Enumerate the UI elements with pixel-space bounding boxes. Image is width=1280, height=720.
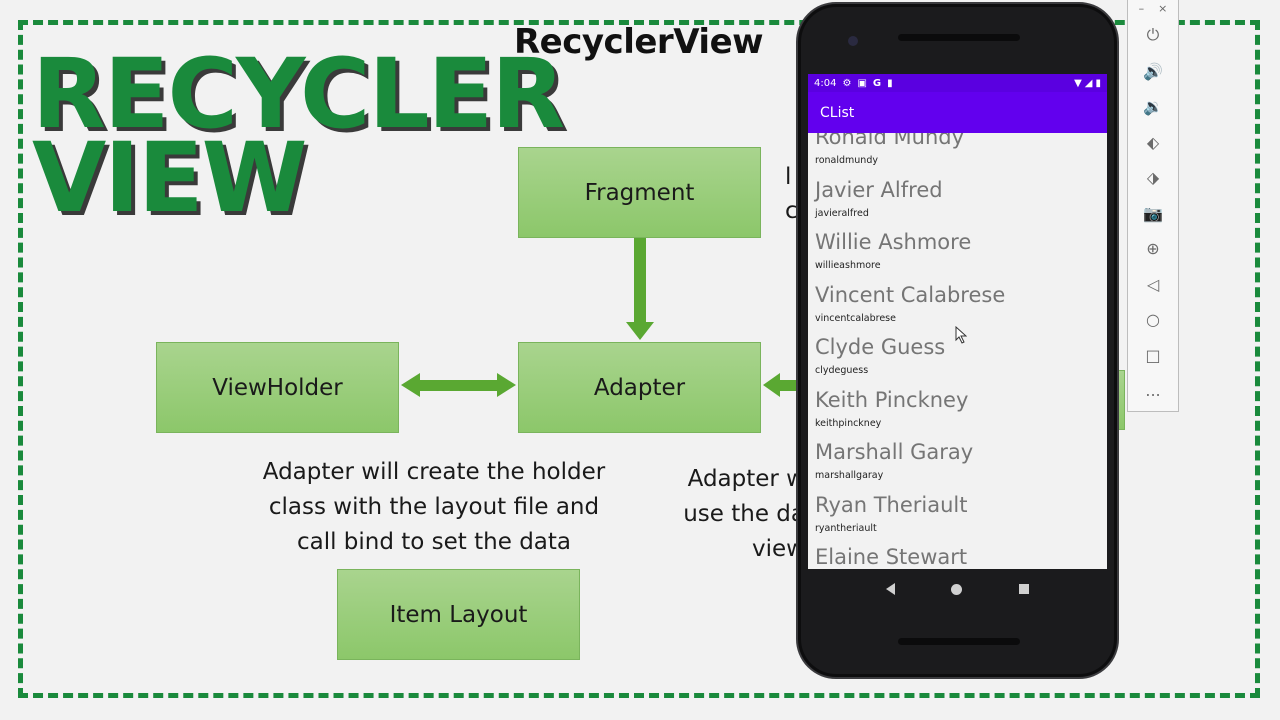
overview-icon[interactable]: □ bbox=[1145, 345, 1161, 365]
adapter-box: Adapter bbox=[518, 342, 761, 433]
list-item[interactable]: Clyde Guess clydeguess bbox=[808, 331, 1107, 384]
list-item[interactable]: Marshall Garay marshallgaray bbox=[808, 436, 1107, 489]
settings-icon: ⚙ bbox=[842, 77, 852, 89]
wifi-icon: ▼ bbox=[1074, 77, 1082, 89]
top-speaker bbox=[898, 34, 1020, 41]
phone-screen: 4:04 ⚙ ▣ G ▮ ▼ ◢ ▮ CList Ronald Mundy ro… bbox=[808, 74, 1107, 569]
nav-bar bbox=[808, 569, 1107, 609]
close-button[interactable]: × bbox=[1158, 2, 1168, 15]
item-name: Clyde Guess bbox=[815, 335, 946, 359]
arrow-vh-adapter-head-left bbox=[401, 373, 420, 397]
list-item[interactable]: Elaine Stewart bbox=[808, 541, 1107, 569]
arrow-right-head bbox=[763, 373, 780, 397]
item-name: Keith Pinckney bbox=[815, 387, 969, 412]
big-title-line1: RECYCLER bbox=[32, 38, 565, 150]
volume-down-icon[interactable]: 🔉 bbox=[1143, 96, 1163, 116]
list-item[interactable]: Ryan Theriault ryantheriault bbox=[808, 489, 1107, 542]
emulator-toolbar: – × ⏻ 🔊 🔉 ⬖ ⬗ 📷 ⊕ ◁ ○ □ ... bbox=[1127, 0, 1179, 412]
list-item[interactable]: Keith Pinckney keithpinckney bbox=[808, 384, 1107, 437]
mouse-cursor-icon bbox=[955, 326, 967, 344]
power-icon[interactable]: ⏻ bbox=[1146, 25, 1160, 44]
bottom-speaker bbox=[898, 638, 1020, 645]
item-username: ronaldmundy bbox=[815, 155, 878, 166]
list-item[interactable]: Ronald Mundy ronaldmundy bbox=[808, 133, 1107, 174]
fragment-description-partial: l c bbox=[785, 160, 797, 228]
desc-line: c bbox=[785, 198, 797, 224]
status-bar: 4:04 ⚙ ▣ G ▮ ▼ ◢ ▮ bbox=[808, 74, 1107, 92]
fragment-box: Fragment bbox=[518, 147, 761, 238]
desc-line: use the da bbox=[683, 501, 805, 527]
phone-emulator: 4:04 ⚙ ▣ G ▮ ▼ ◢ ▮ CList Ronald Mundy ro… bbox=[796, 2, 1119, 679]
item-name: Elaine Stewart bbox=[815, 545, 968, 569]
home-icon[interactable] bbox=[951, 583, 963, 595]
item-name: Ryan Theriault bbox=[815, 492, 968, 517]
arrow-vh-adapter-shaft bbox=[416, 380, 501, 391]
list-item[interactable]: Willie Ashmore willieashmore bbox=[808, 226, 1107, 279]
dashed-border bbox=[18, 20, 1260, 698]
desc-line: l bbox=[785, 164, 792, 190]
item-username: vincentcalabrese bbox=[815, 312, 896, 324]
item-username: javieralfred bbox=[815, 207, 869, 219]
item-username: willieashmore bbox=[815, 260, 881, 271]
status-time: 4:04 bbox=[814, 77, 837, 89]
image-icon: ▣ bbox=[857, 77, 867, 89]
adapter-description: Adapter will create the holder class wit… bbox=[245, 455, 623, 560]
arrow-fragment-adapter-head bbox=[626, 322, 654, 340]
desc-line: Adapter w bbox=[687, 466, 805, 492]
desc-line: view bbox=[752, 536, 805, 562]
volume-up-icon[interactable]: 🔊 bbox=[1143, 61, 1163, 81]
back-icon[interactable]: ◁ bbox=[1146, 274, 1160, 294]
signal-icon: ◢ bbox=[1084, 77, 1093, 89]
google-icon: G bbox=[872, 77, 882, 89]
item-username: marshallgaray bbox=[815, 470, 884, 481]
back-icon[interactable] bbox=[886, 583, 896, 595]
window-controls: – × bbox=[1128, 2, 1178, 15]
big-title-line2: VIEW bbox=[32, 122, 307, 234]
item-name: Willie Ashmore bbox=[815, 230, 972, 254]
rotate-left-icon[interactable]: ⬖ bbox=[1146, 132, 1160, 152]
camera-icon[interactable]: 📷 bbox=[1143, 203, 1163, 223]
home-icon[interactable]: ○ bbox=[1146, 309, 1160, 329]
desc-line: class with the layout file and bbox=[268, 494, 600, 520]
item-name: Ronald Mundy bbox=[815, 133, 965, 149]
recents-icon[interactable] bbox=[1018, 584, 1029, 594]
viewholder-box: ViewHolder bbox=[156, 342, 399, 433]
item-name: Javier Alfred bbox=[815, 177, 943, 202]
item-username: ryantheriault bbox=[815, 522, 877, 534]
arrow-vh-adapter-head-right bbox=[497, 373, 516, 397]
item-name: Marshall Garay bbox=[815, 440, 974, 464]
app-bar: CList bbox=[808, 92, 1107, 133]
desc-line: Adapter will create the holder bbox=[262, 459, 606, 485]
item-name: Vincent Calabrese bbox=[815, 282, 1006, 307]
rotate-right-icon[interactable]: ⬗ bbox=[1146, 167, 1160, 187]
list-item[interactable]: Javier Alfred javieralfred bbox=[808, 174, 1107, 227]
sim-icon: ▮ bbox=[887, 77, 893, 89]
list-item[interactable]: Vincent Calabrese vincentcalabrese bbox=[808, 279, 1107, 332]
adapter-description-right: Adapter w use the da view bbox=[665, 462, 805, 567]
desc-line: call bind to set the data bbox=[296, 529, 572, 555]
item-username: keithpinckney bbox=[815, 417, 882, 429]
front-camera bbox=[848, 36, 858, 46]
item-layout-box: Item Layout bbox=[337, 569, 580, 660]
recycler-list[interactable]: Ronald Mundy ronaldmundy Javier Alfred j… bbox=[808, 133, 1107, 569]
app-title: CList bbox=[820, 104, 855, 121]
more-icon[interactable]: ... bbox=[1145, 380, 1161, 400]
item-username: clydeguess bbox=[815, 365, 869, 376]
slide-title: RecyclerView bbox=[514, 22, 764, 62]
big-title: RECYCLER VIEW bbox=[32, 38, 565, 234]
battery-icon: ▮ bbox=[1095, 77, 1101, 89]
arrow-fragment-adapter-shaft bbox=[634, 238, 646, 326]
minimize-button[interactable]: – bbox=[1138, 2, 1145, 15]
zoom-icon[interactable]: ⊕ bbox=[1146, 238, 1160, 258]
arrow-right-shaft bbox=[778, 380, 798, 391]
